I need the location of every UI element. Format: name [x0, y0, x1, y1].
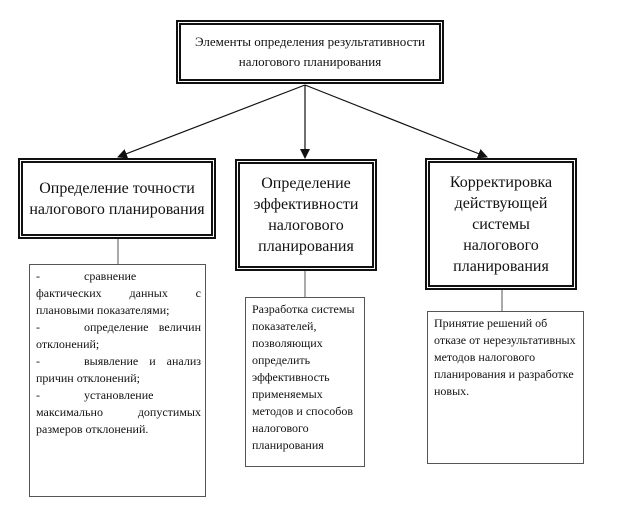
list-item: - определение величин отклонений; — [36, 320, 201, 351]
list-item-text: выявление и анализ причин отклонений; — [36, 354, 201, 385]
list-item-text: установление максимально допустимых разм… — [36, 388, 201, 436]
correction-details: Принятие решений об отказе от нерезульта… — [427, 311, 584, 464]
correction-details-text: Принятие решений об отказе от нерезульта… — [434, 316, 576, 398]
list-item: - установление максимально допустимых ра… — [36, 388, 201, 436]
branch-node-efficiency: Определение эффективности налогового пла… — [235, 159, 377, 271]
arrow-to-branch-3 — [304, 84, 488, 159]
list-item: - сравнение фактических данных с плановы… — [36, 269, 201, 317]
efficiency-details: Разработка системы показателей, позволяю… — [245, 297, 365, 467]
branch-node-accuracy: Определение точности налогового планиров… — [18, 158, 216, 239]
list-item-text: сравнение фактических данных с плановыми… — [36, 269, 201, 317]
root-node-title: Элементы определения результативности на… — [194, 34, 425, 69]
list-item-text: определение величин отклонений; — [36, 320, 201, 351]
branch-node-accuracy-label: Определение точности налогового планиров… — [29, 179, 205, 218]
branch-node-efficiency-label: Определение эффективности налогового пла… — [253, 175, 359, 255]
root-node: Элементы определения результативности на… — [176, 20, 444, 84]
accuracy-details-list: - сравнение фактических данных с плановы… — [29, 264, 206, 497]
efficiency-details-text: Разработка системы показателей, позволяю… — [252, 302, 355, 452]
branch-node-correction: Корректировка действующей системы налого… — [425, 158, 577, 290]
arrow-to-branch-1 — [117, 84, 306, 159]
list-item: - выявление и анализ причин отклонений; — [36, 354, 201, 385]
branch-node-correction-label: Корректировка действующей системы налого… — [449, 173, 553, 275]
